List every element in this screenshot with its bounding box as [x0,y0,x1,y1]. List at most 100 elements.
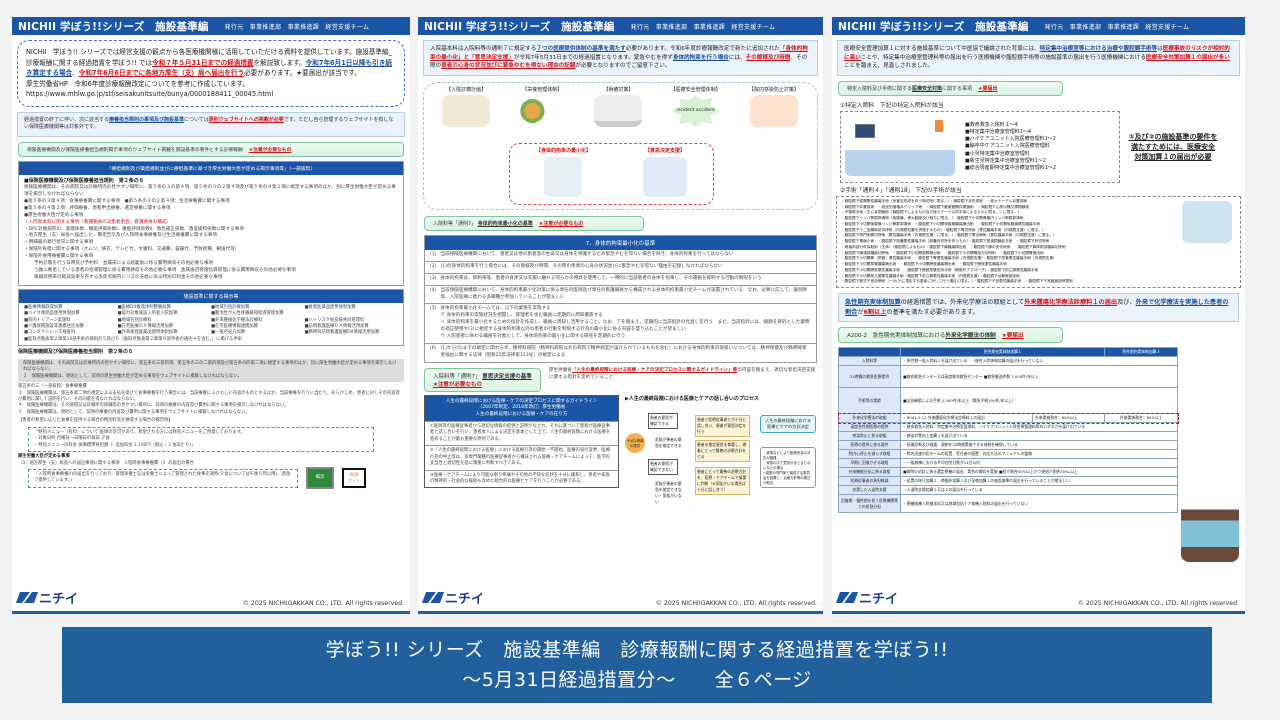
deadline-text: 令和７年５月31日までの経過措置 [152,58,254,67]
row-label: 外来機能分化に係る取組 [838,467,901,478]
intro-red: 患者の心身の状況並びに緊急やむを得ない理由の記録 [441,63,576,70]
pictogram-label: 【褥瘡対策】 [603,86,634,93]
guideline-item: ①医師等の医療従事者から適切な情報の提供と説明がなされ、それに基づいて患者が医療… [425,420,618,445]
incident-badge-icon: Incident accident [671,94,720,127]
pictogram-area: 【入院診療計画】 【栄養管理体制】 【褥瘡対策】 【医療安全管理体制】Incid… [423,81,818,210]
line: ●第５条の３第４項：食事療養費に関する事項 ●第５条の３の２第４項：生活療養費に… [24,199,230,205]
pictogram: 【院内感染防止対策】 [749,86,799,127]
list-item: ・腹腔鏡下小切開後腹膜リンパ節群郭清術 ・腹腔鏡下小切開後腹膜腫瘍摘出術 ・腹腔… [841,221,1041,226]
notice-board-icon: 掲示 [306,467,334,490]
process-diagram: ▶人生の最終段階における医療とケアの話し合いのプロセス 十分な情報の提供 患者の… [625,395,817,504]
process-result: 人生の最終段階における医療とケアの方針決定 [760,414,816,433]
row-label: 早期に回復させる取組 [838,458,901,469]
quote-box: 保険医療機関は、その病院又は診療所内の見やすい場所に、第五条の三第四項、第五条の… [18,358,404,383]
intro-text: には、 [728,54,746,61]
intro-text: NICHII 学ぼう!! シリーズでは経営支援の観点から各医療機関様に活用してい… [26,48,392,67]
pictogram-row: 【入院診療計画】 【栄養管理体制】 【褥瘡対策】 【医療安全管理体制】Incid… [428,86,813,127]
section-heading: 保険医療機関及び保険医療養担当規則 第２条の６ [18,349,134,356]
page-header: NICHII 学ぼう!!シリーズ 施設基準編 発行元 事業推進部 事業推進課 経… [12,17,410,35]
cell: 外来実施割合：60%以上 [1104,413,1178,424]
icu-bed-icon [845,117,955,176]
logo-text: ニチイ [859,592,899,607]
requirement-callout: ①及び②の施設基準の要件を満たすためには、医療安全対策加算１の届出が必要 [1128,132,1218,162]
column-header: 急性期充実体制加算２ [1104,347,1178,358]
copyright: © 2025 NICHIIGAKKAN CO., LTD. All rights… [242,600,404,607]
row-label: 高度急性期医療の提供 [838,422,901,433]
criteria-row: (1)当該保険医療機関において、患者又は他の患者等の生命又は身体を保護するため緊… [425,250,816,261]
intro-text: ことや、特定集中治療室管理料等の届出を行う医療機関や腹腔鏡手術等の施設基準の届出… [860,54,1146,61]
row-label: 医療従事者の負担軽減 [838,476,901,487]
cell: ■救命救急センター又は高度救命救急センター ■救急搬送件数 2,000件/年以上 [900,365,1178,389]
line: ●第５条の４第２項：評価療養、患者申出療養、選定療養に関する事項 [24,205,171,211]
process-node: 患者にとって最善の治療方針を、医療・ケアチームで慎重に判断（※家族がいる場合は十… [695,466,750,495]
tag-prefix: 入院料等「通則7」 [433,373,481,380]
criteria-row: (4)当該保険医療機関において、身体的拘束最小化対策に係る専任の医師及び専任の看… [425,284,816,304]
table-row: 院内心停止を減らす取組・院内迅速対応チームの設置、責任者の配置、対応方法のマニュ… [838,449,1178,460]
page-thumbnail-3[interactable]: NICHII 学ぼう!!シリーズ 施設基準編 発行元 事業推進部 事業推進課 経… [832,17,1245,614]
table-header-row: 急性期充実体制加算１ 急性期充実体制加算２ [838,347,1178,358]
highlight-label: 【意思決定支援】 [644,147,685,154]
sub-heading: ②手術「通則４」「通則18」 下記の手術が該当 [840,187,962,194]
logo-mark-icon [15,592,39,603]
list-item: ■ハイケアユニット入院医療管理料1～2 [965,136,1056,143]
reference-url[interactable]: https://www.mhlw.go.jp/stf/seisakunitsui… [26,90,274,99]
tag-suffix: に関する事項 [942,85,973,92]
filing-deadline: 令和7年6月6日までに各地方厚生（支）局へ届出を行う [78,69,245,78]
row-label: 充実した入退院支援 [838,485,901,496]
standard-item: ■地域包括診療料 [117,317,152,323]
company-logo: ニチイ [15,588,78,607]
intro-text: 医療安全管理加算１に対する施設基準について中医協で議論された背景には、 [844,46,1040,52]
line: 予約診察を行う日時及び予約料 金属床による総義歯に係る費用徴収その他必要な事項 [34,261,214,267]
pictogram-label: 【医療安全管理体制】 [670,86,721,93]
line: う蝕に罹患している患者の指導管理に係る費用徴収その他必要な事項 金属歯冠修復指導… [34,267,296,273]
tag-text: 保険医療機関及び保険医療養担当規則掲示事項のウェブサイト掲載を施設基準の要件とす… [27,147,243,153]
section-tag: 特定入院料及び手術に関する医療安全対策に関する事項★要届出 [838,80,1063,96]
logo-text: ニチイ [445,592,485,607]
guideline-item: ②「人生の最終段階における医療」における医療行為の開始・不開始、医療内容の変更、… [425,445,618,469]
requirements-table: 急性期充実体制加算１ 急性期充実体制加算２ 入院料等・急性期一般入院料１を届け出… [837,347,1179,514]
regulation-lines: 保険医療機関は、その病院又は診療所内の見やすい場所に、第５条の３の第４項、第５条… [24,185,398,281]
cell: ・入退院支援加算１又は２の届出を行っている [900,485,1178,496]
note-red: 「人生の最終段階における医療・ケアの決定プロセスに関するガイドライン」等 [571,367,738,373]
nutrition-icon [518,94,567,127]
page-footer: ニチイ © 2025 NICHIIGAKKAN CO., LTD. All ri… [835,588,1239,607]
cell: ・院内迅速対応チームの設置、責任者の配置、対応方法のマニュアルの整備 [900,449,1178,460]
line: ・地方厚生（支）局長へ届出した、算定告示及び入院時食事療養及び生活療養費に関する… [24,233,217,239]
notice-text: 経過措置の終了に伴い、次に該当する [24,116,110,123]
list-item: ・腹腔鏡下十二指腸局所切除術（内視鏡処置を併施するもの）・腹腔鏡下胃切除術（悪性… [841,227,1046,232]
list-item: ・腹腔鏡下腟式子宮全摘術（一の(3)に規定する患者に対して行う場合に限る。）・腹… [841,279,1073,284]
page-footer: ニチイ © 2025 NICHIIGAKKAN CO., LTD. All ri… [421,588,817,607]
attention-star: ★注意が必要なもの [433,381,482,388]
line: ・明細書の発行状況に関する事項 [24,240,93,246]
page-thumbnail-2[interactable]: NICHII 学ぼう!!シリーズ 施設基準編 発行元 事業推進部 事業推進課 経… [418,17,823,614]
note-text: が [857,308,864,316]
row-number: (4) [430,287,437,293]
logo-mark-icon [835,592,859,603]
row-label: 院内心停止を減らす取組 [838,449,901,460]
row-number: (2) [430,263,437,269]
line: ５ 保険医療機関は、原則として、前項の療養の内容及び費用に関する事項をウェブサイ… [18,409,250,415]
publisher: 発行元 事業推進部 事業推進課 経営支援チーム [224,23,370,31]
bed-icon [594,94,643,127]
notice-text: については [184,116,209,123]
list-item: ・腹腔鏡下噴門側胃切除術（悪性腫瘍手術（内視鏡支援）に限る。）・腹腔鏡下胃全摘術… [841,233,1057,238]
notice-text: です。ただし自ら管理するウェブサイトを有しない保険医療機関等は対象外です。 [24,116,394,131]
list-item: ■総合周産期特定集中治療室管理料1～2 [965,165,1057,172]
standard-item: ■外来後発医薬品使用体制加算 [117,330,178,336]
chemo-note: 急性期充実体制加算の経過措置では、外来化学療法の取組として外来腫瘍化学療法診療料… [838,292,1239,323]
patient-bed-icon [544,156,583,197]
section-heading: ■保険医療機関及び保険医療養担当規則 第２条の６ [24,177,144,184]
intro-text: は [1157,46,1163,52]
tag-title: 意思決定支援の基準 [482,373,532,380]
monitor-icon: WEB サイト [342,468,366,489]
section-tag: 入院料等「通則7」 意思決定支援の基準★注意が必要なもの [424,367,541,392]
table-row: 高度急性期医療の提供・救命救急入院料、特定集中治療室管理料、ハイケアユニット入院… [838,422,1178,433]
intro-text: が必要となりますのでご留意下さい。 [575,63,671,70]
page-thumbnail-1[interactable]: NICHII 学ぼう!!シリーズ 施設基準編 発行元 事業推進部 事業推進課 経… [12,17,410,614]
page-footer: ニチイ © 2025 NICHIIGAKKAN CO., LTD. All ri… [15,588,404,607]
cell: ・急性期一般入院料１を届け出ている ・総合入院体制加算の届出を行っていない [900,356,1178,367]
highlight-label: 【身体的拘束の最小化】 [535,147,591,154]
facility-standards-section: 施設基準に関する掲示等 ■医療情報取得加算 ■医療DX推進体制整備加算 ■地域包… [18,288,404,347]
tag-title: 外来化学療法の体制 [945,333,996,340]
standard-item: ■医科点数表第２章第10部手術の通則の５及び６（歯科点数表第２章第９部手術の通則… [24,336,242,342]
